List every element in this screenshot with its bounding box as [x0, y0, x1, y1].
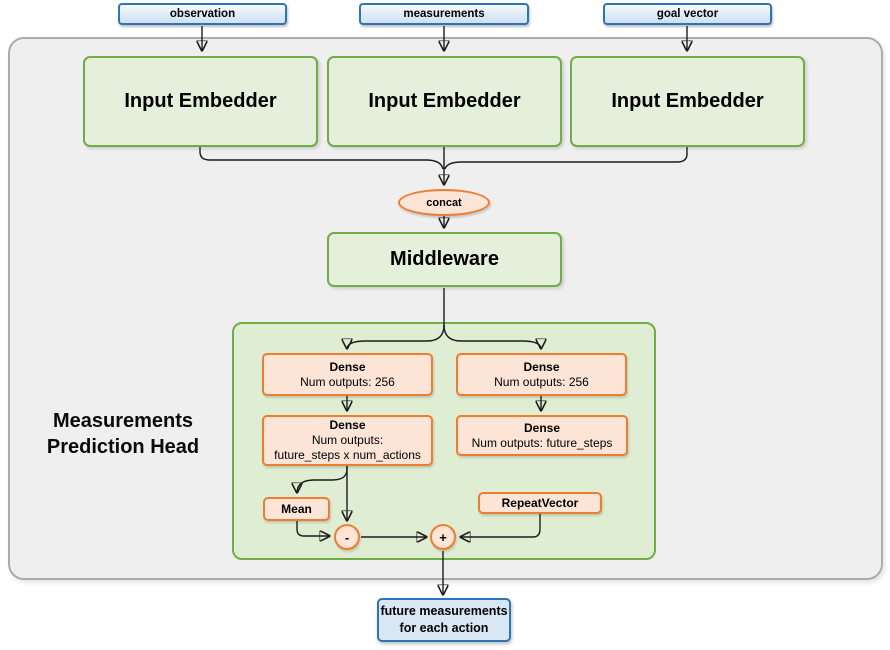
input-label-goal-vector: goal vector	[603, 3, 772, 25]
prediction-head-title-line2: Prediction Head	[46, 436, 200, 458]
dense-left-top-title: Dense	[329, 359, 366, 374]
minus-operator: -	[334, 524, 360, 550]
output-box: future measurements for each action	[377, 598, 511, 642]
output-line1: future measurements	[380, 604, 508, 618]
repeat-vector-box: RepeatVector	[478, 492, 602, 514]
dense-left-bottom-subtitle-line1: Num outputs:	[311, 433, 384, 447]
input-label-measurements: measurements	[359, 3, 529, 25]
dense-right-bottom-subtitle: Num outputs: future_steps	[471, 435, 613, 450]
mean-box: Mean	[263, 497, 330, 521]
input-embedder-observation: Input Embedder	[83, 56, 318, 147]
prediction-head-title: Measurements Prediction Head	[28, 408, 218, 460]
dense-right-top-subtitle: Num outputs: 256	[494, 374, 589, 389]
input-label-observation: observation	[118, 3, 287, 25]
dense-left-top: Dense Num outputs: 256	[262, 353, 433, 396]
dense-left-bottom-title: Dense	[329, 418, 366, 432]
dense-right-top: Dense Num outputs: 256	[456, 353, 627, 396]
repeat-vector-label: RepeatVector	[501, 495, 579, 510]
input-embedder-measurements: Input Embedder	[327, 56, 562, 147]
mean-label: Mean	[281, 501, 312, 516]
concat-node: concat	[398, 189, 490, 216]
dense-right-top-title: Dense	[523, 359, 560, 374]
output-line2: for each action	[399, 621, 489, 635]
dense-right-bottom: Dense Num outputs: future_steps	[456, 415, 628, 456]
input-embedder-goal-vector: Input Embedder	[570, 56, 805, 147]
plus-operator: +	[430, 524, 456, 550]
dense-left-bottom-subtitle-line2: future_steps x num_actions	[274, 448, 421, 462]
dense-left-top-subtitle: Num outputs: 256	[300, 374, 395, 389]
prediction-head-title-line1: Measurements	[52, 410, 194, 432]
dense-right-bottom-title: Dense	[523, 420, 561, 435]
middleware-box: Middleware	[327, 232, 562, 287]
dense-left-bottom: Dense Num outputs: future_steps x num_ac…	[262, 415, 433, 466]
